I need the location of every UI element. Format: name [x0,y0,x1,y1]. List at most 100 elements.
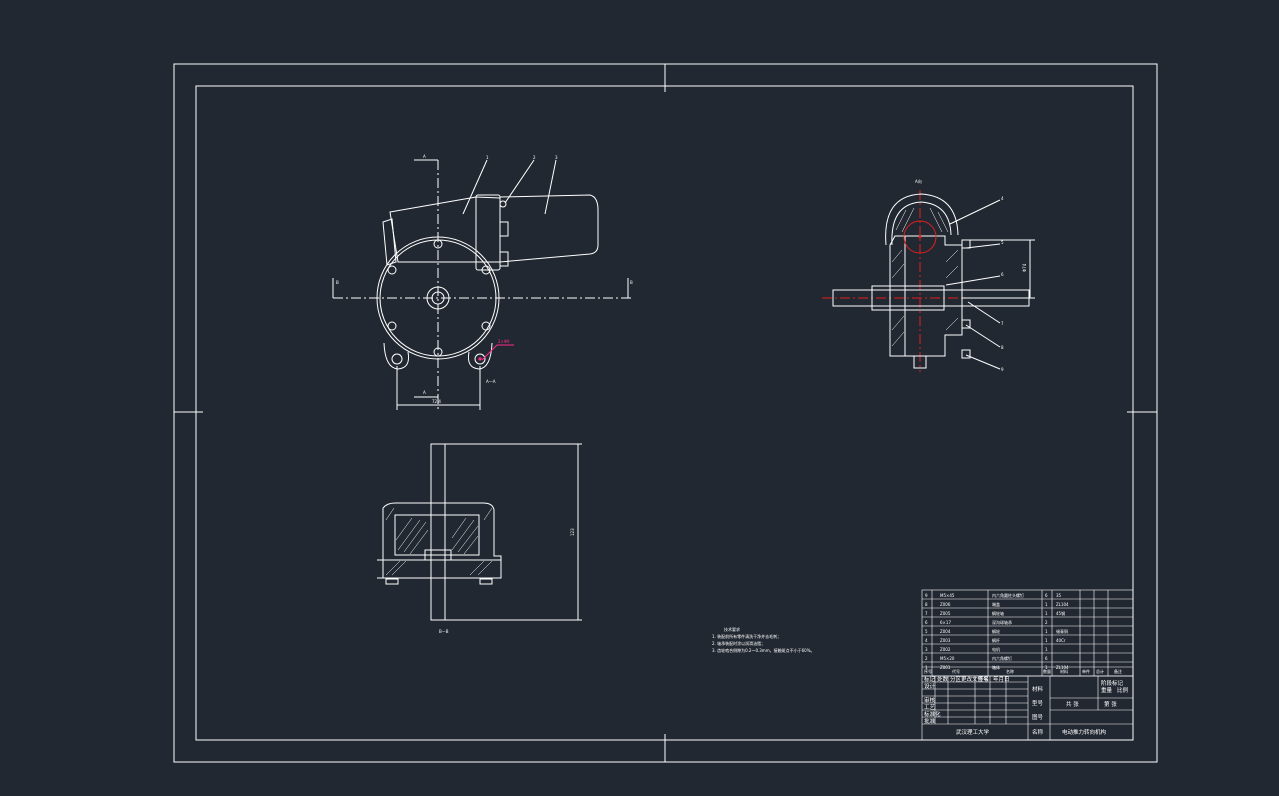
leader-label-1: 1 [486,155,489,160]
side-leader-label-4: 4 [1001,196,1004,201]
hole-callout: 2×Φ9 [498,339,510,344]
tb-role-process: 工艺 [924,704,936,711]
side-leader-label-5: 5 [1001,240,1004,245]
housing-body [889,235,963,357]
bom-header-name: 名称 [1006,668,1014,674]
bom-cell-code: Z003 [940,638,951,643]
bom-header-total_weight: 总计 [1096,668,1104,674]
section-view-hatching [385,507,493,576]
mount-hole-right [474,353,486,365]
bom-cell-no: 2 [925,656,928,661]
tb-sheet-total: 共 张 [1066,700,1079,708]
gearbox-outer-circle [376,236,500,360]
side-leader-label-9: 9 [1001,367,1004,372]
notes-item-2: 2. 轴承装配时涂以润滑油脂； [712,640,765,646]
tb-marks-header-4: 更改文件号 [961,675,989,683]
bom-cell-name: 内六角圆柱头螺钉 [992,592,1024,598]
title-block [921,675,1134,741]
front-view-labels: A A B B 1 2 3 2×Φ9 72.4 A—A [336,154,633,404]
hatch-body-left [891,249,905,347]
bolt-hole-5 [481,321,491,331]
bearing-left [385,578,399,585]
tb-stage-label: 阶段标记 [1101,679,1124,687]
front-view-caption: A—A [486,379,496,384]
motor-side-plate [382,218,397,266]
bom-cell-no: 7 [925,611,928,616]
bolt-bottom-right [961,349,971,359]
side-leader-5 [965,243,1001,249]
tb-drawing-no-label: 图号 [1032,713,1044,721]
notes-title: 技术要求 [724,626,740,632]
bom-cell-name: 电机 [992,646,1000,652]
section-caption: B—B [439,629,449,634]
bom-header-note: 备注 [1114,668,1122,674]
bom-cell-no: 1 [925,665,928,670]
notes-item-1: 1. 装配前所有零件清洗干净并去毛刺； [712,633,781,639]
bom-cell-name: 端盖 [992,601,1000,607]
worm-center [918,235,922,239]
side-height-dimension: Φ74 [1022,263,1027,272]
worm-wheel-circle [903,220,937,254]
bom-cell-qty: 6 [1045,593,1048,598]
side-view-hatching [891,207,959,347]
title-block-outline [921,675,1134,741]
hatch-worm-wheel-right [451,517,479,555]
bom-header-no: 序号 [924,668,932,674]
bearing-right [479,578,493,585]
bolt-hole-2 [387,265,397,275]
bom-cell-no: 4 [925,638,928,643]
tb-marks-header-3: 分区 [950,675,962,683]
bom-cell-name: 蜗轮轴 [992,610,1004,616]
tb-marks-header: 标记 [924,675,936,683]
tb-role-review: 审核 [924,696,936,704]
bom-cell-code: M5×20 [940,656,955,661]
housing-section-outline [382,502,502,579]
hole-marker [478,357,482,361]
bom-cell-no: 3 [925,647,928,652]
output-shaft-inner [431,291,445,305]
leader-3 [544,159,557,215]
bom-cell-code: Z005 [940,611,951,616]
output-shaft [430,443,446,621]
bom-cell-no: 5 [925,629,928,634]
tb-marks-header-5: 签名 [978,675,989,683]
section-height-dimension: 123 [570,528,575,536]
bom-cell-material: 35 [1056,593,1062,598]
bom-header-material: 材料 [1060,668,1068,674]
bom-cell-qty: 6 [1045,656,1048,661]
bom-cell-material: 锡青铜 [1056,628,1068,634]
side-leader-label-8: 8 [1001,345,1004,350]
bolt-top-right [961,239,971,249]
leader-label-3: 3 [555,155,558,160]
bolt-hole-4 [387,321,397,331]
side-view-title: A向 [915,178,922,184]
mount-lug-left [383,342,409,370]
bom-cell-no: 8 [925,602,928,607]
section-view-labels: 123 B—B [439,528,575,634]
side-leader-6 [945,275,1001,286]
side-leader-7 [967,301,1001,324]
bom-header-qty: 数量 [1043,668,1051,674]
section-label-top: A [423,154,426,159]
tb-title: 电动推力转向机构 [1062,728,1107,736]
worm-wheel-cover-outer [885,193,959,246]
hatch-body-right [945,249,959,331]
mount-lug-right [468,342,493,370]
leader-label-2: 2 [533,155,536,160]
side-leader-9 [965,354,1001,370]
bom-cell-code: 6×17 [940,620,951,625]
bolt-mid-right [961,319,971,329]
motor-stub [913,355,927,369]
side-view-labels: A向 Φ74 4 5 6 7 8 9 [915,178,1027,372]
tb-marks-header-2: 处数 [937,675,949,683]
bom-header-unit_weight: 单件 [1082,668,1090,674]
bom-cell-qty: 1 [1045,647,1048,652]
bom-cell-name: 蜗轮 [992,628,1000,634]
notes-item-3: 3. 齿轮啮合侧隙为0.2～0.3mm，接触斑点不小于60%。 [712,647,815,653]
tb-role-design: 设计 [924,682,936,690]
bom-cell-code: Z004 [940,629,951,634]
bom-cell-code: M5×45 [940,593,955,598]
bom-cell-qty: 1 [1045,629,1048,634]
bolt-hole-1 [433,239,443,249]
